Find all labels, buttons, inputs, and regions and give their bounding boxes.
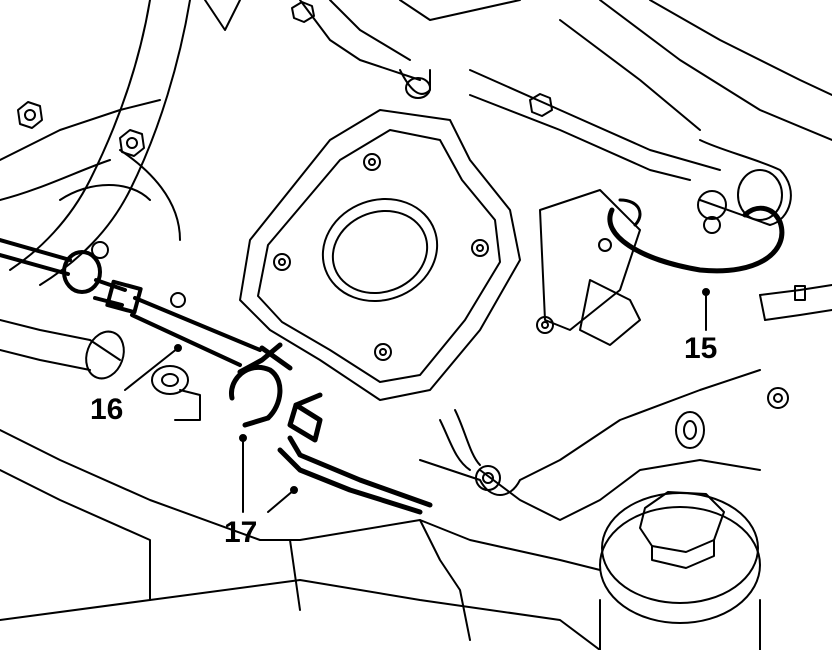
top-bolt: [291, 1, 553, 117]
leader-17b-dot: [290, 486, 298, 494]
callout-16-label: 16: [90, 393, 124, 426]
leader-17a-dot: [239, 434, 247, 442]
leader-17b: [267, 489, 295, 513]
left-structure: [0, 99, 201, 421]
throttle-flange: [239, 69, 521, 401]
harness-16: [0, 238, 262, 367]
oil-filler-cap: [599, 491, 761, 650]
hose-loop-15: [607, 198, 785, 274]
hose-pair-17: [229, 342, 433, 515]
sensor-connector: [536, 189, 641, 346]
leader-16: [124, 347, 179, 391]
fuel-rail: [469, 0, 832, 234]
left-bolt: [17, 101, 43, 129]
right-bracket: [759, 284, 832, 321]
lower-panels: [0, 369, 761, 650]
right-bolts: [675, 387, 789, 449]
leaders: [124, 288, 710, 513]
callout-17-label: 17: [224, 516, 258, 549]
leader-15-dot: [702, 288, 710, 296]
leader-16-dot: [174, 344, 182, 352]
upper-hose: [9, 0, 521, 286]
pipe-mid: [439, 409, 481, 471]
callout-15-label: 15: [684, 332, 718, 365]
